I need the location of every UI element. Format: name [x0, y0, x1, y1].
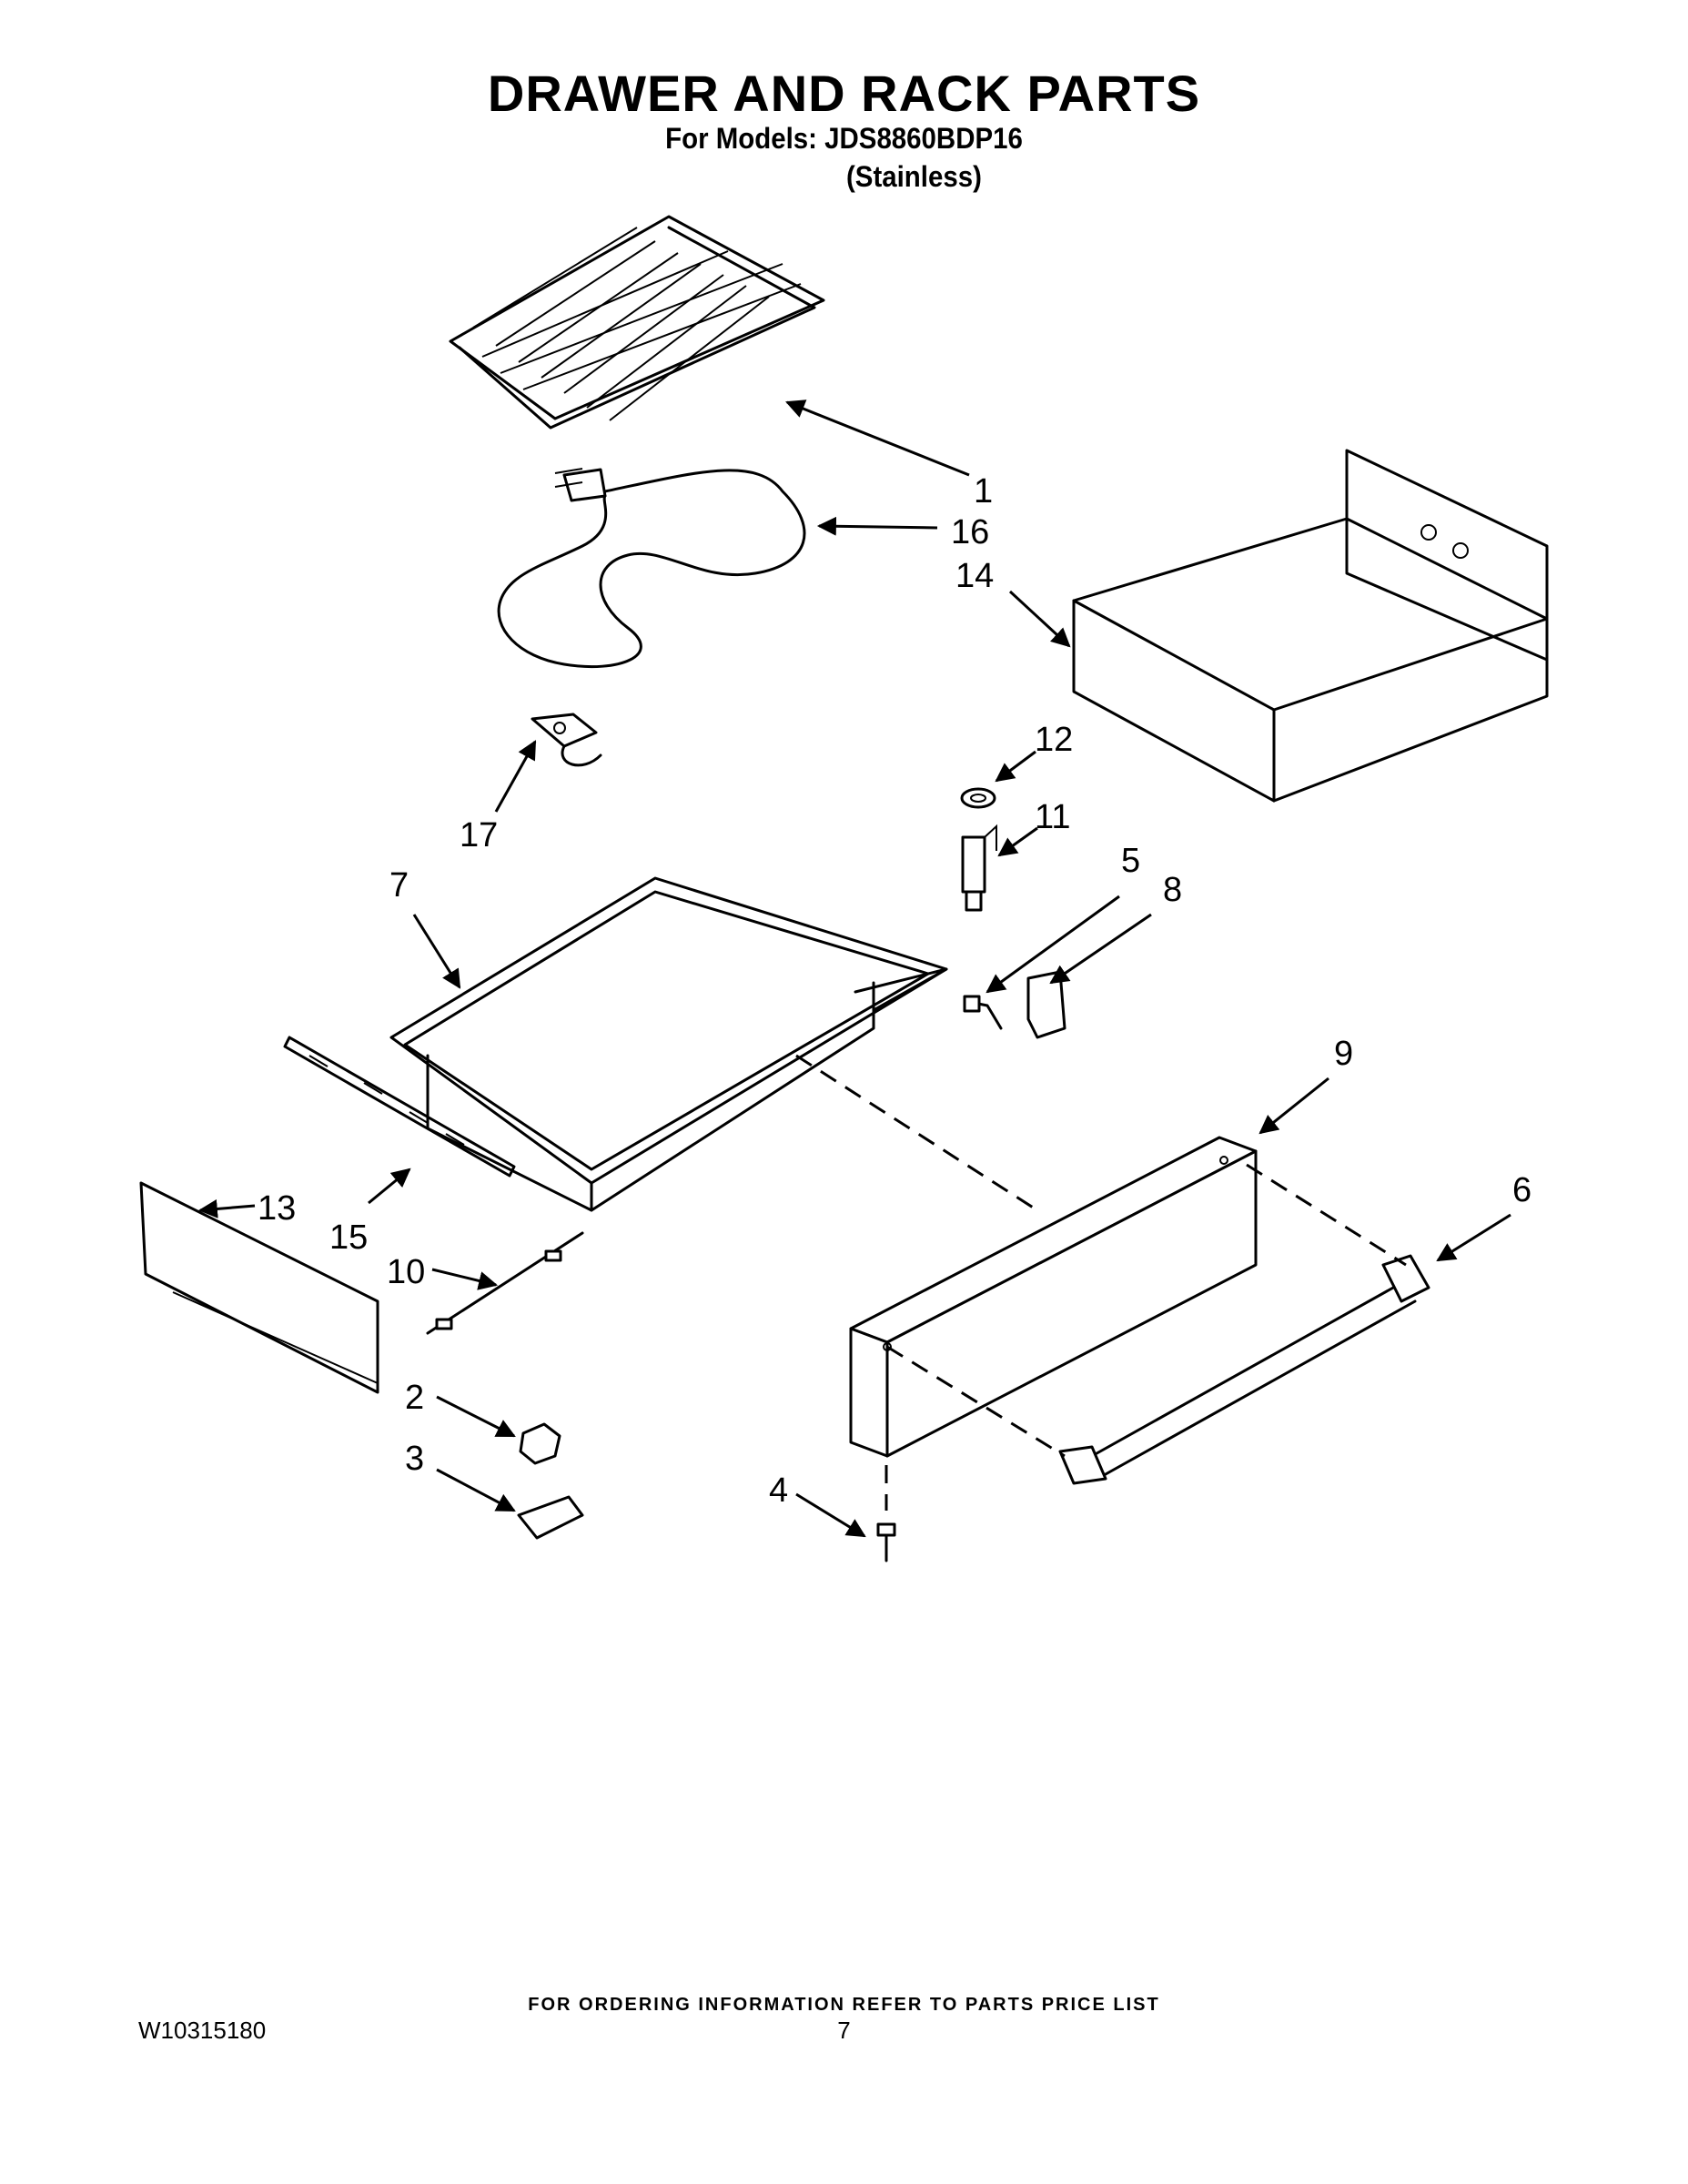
- assembly-line: [886, 1345, 1066, 1458]
- callout-2: 2: [405, 1379, 424, 1417]
- page-number: 7: [837, 2017, 851, 2044]
- drawer-pan: [389, 876, 948, 1212]
- callout-12: 12: [1035, 721, 1073, 759]
- callout-8: 8: [1163, 871, 1182, 909]
- models-line: For Models: JDS8860BDP16: [665, 122, 1023, 155]
- callout-4: 4: [769, 1471, 788, 1510]
- sensor: [961, 824, 997, 912]
- bake-element: [497, 468, 806, 669]
- assembly-line: [795, 1054, 1038, 1212]
- callout-7: 7: [389, 866, 409, 905]
- screw: [876, 1522, 896, 1562]
- oven-rack: [449, 215, 825, 430]
- panel: [139, 1181, 379, 1394]
- assembly-line: [1246, 1163, 1407, 1267]
- callout-15: 15: [329, 1218, 368, 1257]
- nut: [960, 787, 996, 809]
- ordering-note: FOR ORDERING INFORMATION REFER TO PARTS …: [528, 1995, 1160, 2015]
- bracket: [531, 713, 602, 767]
- callout-1: 1: [974, 472, 993, 511]
- drawer-liner: [1072, 449, 1549, 803]
- callout-9: 9: [1334, 1035, 1353, 1073]
- handle: [1058, 1254, 1430, 1485]
- hex-nut: [519, 1422, 561, 1465]
- drawer-front: [849, 1136, 1258, 1458]
- document-number: W10315180: [138, 2017, 267, 2044]
- callout-6: 6: [1512, 1171, 1531, 1209]
- variant-line: (Stainless): [846, 160, 982, 193]
- callout-3: 3: [405, 1440, 424, 1478]
- callout-14: 14: [955, 557, 994, 595]
- callout-5: 5: [1121, 842, 1140, 880]
- page-title: DRAWER AND RACK PARTS: [487, 65, 1201, 122]
- sensor-wire: [426, 1231, 584, 1335]
- screw-and-clip: [963, 970, 1066, 1039]
- callout-16: 16: [951, 513, 989, 551]
- callout-11: 11: [1035, 798, 1070, 836]
- callout-13: 13: [258, 1189, 296, 1228]
- block: [517, 1495, 584, 1540]
- callout-17: 17: [460, 816, 498, 854]
- callout-10: 10: [387, 1253, 425, 1291]
- slide-rail: [283, 1036, 516, 1178]
